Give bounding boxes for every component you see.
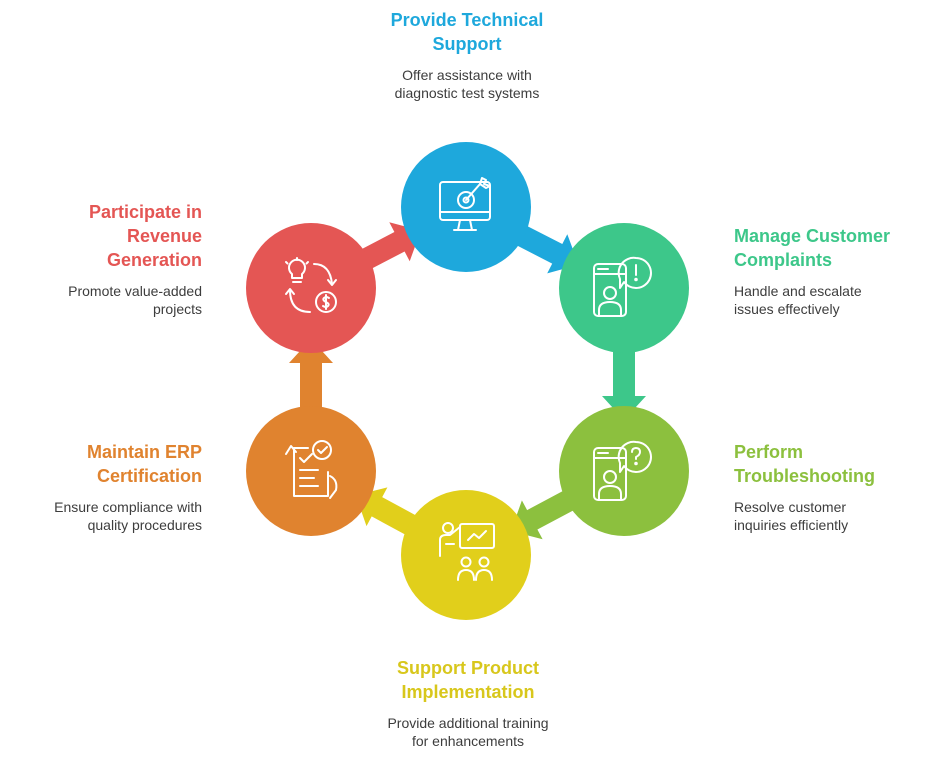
step-title: Manage Customer Complaints — [734, 224, 930, 272]
step-title-line: Maintain ERP — [86, 442, 202, 462]
step-description: Provide additional training for enhancem… — [330, 714, 606, 750]
step-description: Offer assistance with diagnostic test sy… — [352, 66, 582, 102]
step-desc-line: diagnostic test systems — [394, 85, 540, 101]
step-desc-line: for enhancements — [411, 733, 525, 749]
step-description: Resolve customer inquiries efficiently — [734, 498, 930, 534]
document-checklist-icon — [285, 440, 338, 499]
step-desc-line: issues effectively — [734, 301, 840, 317]
step-description: Handle and escalate issues effectively — [734, 282, 930, 318]
cycle-arrow-technical-support — [511, 223, 579, 274]
phone-person-question-icon — [593, 440, 652, 501]
step-title: Support Product Implementation — [330, 656, 606, 704]
step-title-line: Implementation — [401, 682, 535, 702]
step-desc-line: quality procedures — [87, 517, 202, 533]
phone-person-alert-icon — [593, 256, 652, 317]
step-label-erp-certification: Maintain ERP Certification Ensure compli… — [10, 440, 202, 534]
step-title: Provide Technical Support — [352, 8, 582, 56]
step-circle-troubleshooting — [559, 406, 689, 536]
step-title-line: Participate in — [88, 202, 202, 222]
step-desc-line: Resolve customer — [734, 499, 847, 515]
step-title-line: Generation — [106, 250, 202, 270]
step-title-line: Manage Customer — [734, 226, 891, 246]
step-desc-line: Offer assistance with — [402, 67, 532, 83]
cycle-arrows — [289, 222, 646, 540]
step-desc-line: Handle and escalate — [734, 283, 862, 299]
step-desc-line: Ensure compliance with — [54, 499, 202, 515]
step-label-troubleshooting: Perform Troubleshooting Resolve customer… — [734, 440, 930, 534]
step-circle-customer-complaints — [559, 223, 689, 353]
step-title-line: Provide Technical — [390, 10, 544, 30]
step-circle-product-implementation — [401, 490, 531, 620]
step-label-customer-complaints: Manage Customer Complaints Handle and es… — [734, 224, 930, 318]
step-label-technical-support: Provide Technical Support Offer assistan… — [352, 8, 582, 102]
step-label-product-implementation: Support Product Implementation Provide a… — [330, 656, 606, 750]
step-title-line: Certification — [96, 466, 202, 486]
step-desc-line: projects — [152, 301, 202, 317]
step-desc-line: inquiries efficiently — [734, 517, 849, 533]
step-label-revenue-generation: Participate in Revenue Generation Promot… — [10, 200, 202, 318]
step-title-line: Complaints — [734, 250, 833, 270]
step-desc-line: Provide additional training — [387, 715, 549, 731]
monitor-target-icon — [439, 177, 491, 231]
step-description: Promote value-added projects — [10, 282, 202, 318]
step-description: Ensure compliance with quality procedure… — [10, 498, 202, 534]
idea-money-cycle-icon — [285, 257, 337, 313]
step-desc-line: Promote value-added — [68, 283, 202, 299]
step-title-line: Troubleshooting — [734, 466, 875, 486]
step-title: Participate in Revenue Generation — [10, 200, 202, 272]
step-title-line: Revenue — [126, 226, 202, 246]
step-title-line: Support — [432, 34, 502, 54]
cycle-arrow-product-implementation — [355, 487, 422, 538]
step-title-line: Perform — [734, 442, 804, 462]
step-title-line: Support Product — [397, 658, 539, 678]
step-circle-revenue-generation — [246, 223, 376, 353]
cycle-arrow-revenue-generation — [356, 222, 421, 272]
cycle-arrow-customer-complaints — [602, 345, 646, 420]
step-title: Maintain ERP Certification — [10, 440, 202, 488]
cycle-arrow-erp-certification — [289, 339, 333, 414]
step-title: Perform Troubleshooting — [734, 440, 930, 488]
presentation-audience-icon — [439, 522, 495, 581]
cycle-circles — [246, 142, 689, 620]
cycle-arrow-troubleshooting — [511, 488, 579, 540]
